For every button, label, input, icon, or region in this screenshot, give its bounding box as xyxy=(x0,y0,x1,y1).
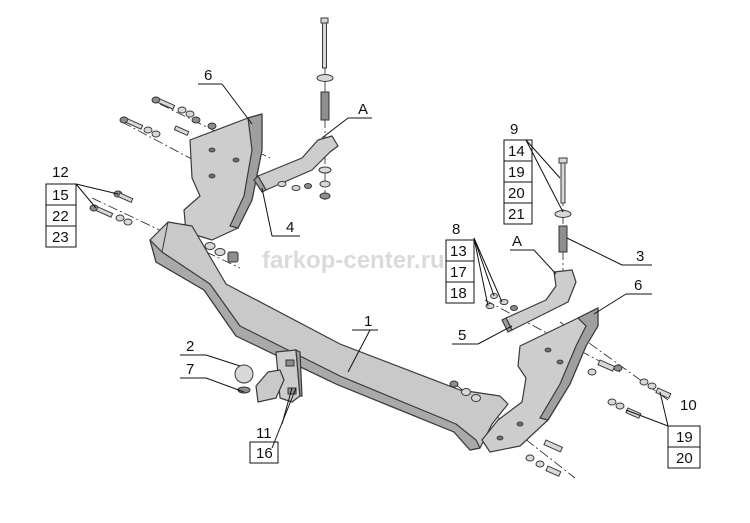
callout-15: 15 xyxy=(52,187,69,204)
callout-23: 23 xyxy=(52,229,69,246)
left-vertical-bolt xyxy=(316,17,334,200)
callout-10: 10 xyxy=(680,397,697,414)
callout-11: 11 xyxy=(256,425,272,442)
callout-5: 5 xyxy=(458,327,466,344)
callout-a-left: A xyxy=(358,101,368,118)
callout-leaders xyxy=(75,83,669,449)
callout-16: 16 xyxy=(256,445,273,462)
callout-19-top: 19 xyxy=(508,164,525,181)
watermark-text: farkop-center.ru xyxy=(262,247,445,274)
left-side-bracket xyxy=(183,113,263,241)
callout-3: 3 xyxy=(636,248,644,265)
callout-14: 14 xyxy=(508,143,525,160)
callout-4: 4 xyxy=(286,219,294,236)
callout-17: 17 xyxy=(450,264,467,281)
callout-9: 9 xyxy=(510,121,518,138)
callout-22: 22 xyxy=(52,208,69,225)
right-side-bracket xyxy=(481,307,599,453)
right-lower-fasteners xyxy=(449,380,564,477)
right-vertical-bolt xyxy=(554,157,572,253)
main-crossbeam xyxy=(149,221,509,451)
part-callouts: 1 2 7 4 6 A A 3 5 6 11 16 12 15 22 23 8 … xyxy=(45,67,701,469)
callout-20-top: 20 xyxy=(508,185,525,202)
callout-6-right: 6 xyxy=(634,277,642,294)
callout-18: 18 xyxy=(450,285,467,302)
callout-8: 8 xyxy=(452,221,460,238)
left-bracket-fasteners xyxy=(119,96,217,138)
left-intermediate-bracket xyxy=(253,135,339,193)
callout-19-bottom: 19 xyxy=(676,429,693,446)
callout-6-left: 6 xyxy=(204,67,212,84)
callout-12: 12 xyxy=(52,164,69,181)
callout-13: 13 xyxy=(450,243,467,260)
right-intermediate-bracket xyxy=(485,269,577,333)
callout-2: 2 xyxy=(186,338,194,355)
left-lower-fasteners xyxy=(89,190,239,263)
callout-21: 21 xyxy=(508,206,525,223)
callout-a-right: A xyxy=(512,233,522,250)
tow-ball-assembly xyxy=(234,348,303,403)
right-bracket-fasteners xyxy=(587,359,672,419)
callout-1: 1 xyxy=(364,313,372,330)
callout-20-bottom: 20 xyxy=(676,450,693,467)
callout-7: 7 xyxy=(186,361,194,378)
